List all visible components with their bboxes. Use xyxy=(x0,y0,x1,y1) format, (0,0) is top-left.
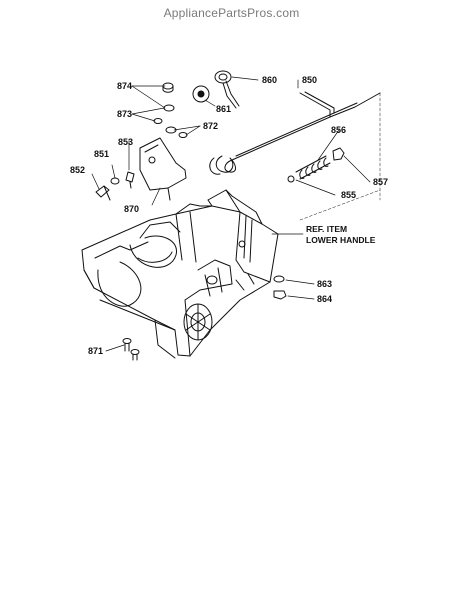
washer-nut-right xyxy=(273,275,287,300)
washer xyxy=(192,85,210,103)
spring xyxy=(295,155,331,180)
callout-873: 873 xyxy=(117,109,132,119)
callout-860: 860 xyxy=(262,75,277,85)
site-watermark: AppliancePartsPros.com xyxy=(163,6,300,20)
nut-857 xyxy=(332,147,345,161)
callout-870: 870 xyxy=(124,204,139,214)
guide-line xyxy=(299,92,381,221)
spring-washer xyxy=(287,175,295,183)
hardware-stack xyxy=(153,82,188,138)
callout-874: 874 xyxy=(117,81,132,91)
callout-856: 856 xyxy=(331,125,346,135)
leader-lines xyxy=(91,76,371,352)
reference-note-line2: LOWER HANDLE xyxy=(306,235,376,245)
callout-853: 853 xyxy=(118,137,133,147)
callout-855: 855 xyxy=(341,190,356,200)
callout-871: 871 xyxy=(88,346,103,356)
callout-852: 852 xyxy=(70,165,85,175)
chute-crank-rod xyxy=(209,91,381,175)
reference-note-line1: REF. ITEM xyxy=(306,224,347,234)
callout-864: 864 xyxy=(317,294,332,304)
callout-851: 851 xyxy=(94,149,109,159)
callout-872: 872 xyxy=(203,121,218,131)
callout-863: 863 xyxy=(317,279,332,289)
callout-857: 857 xyxy=(373,177,388,187)
callout-861: 861 xyxy=(216,104,231,114)
clip-and-bolt xyxy=(95,171,135,201)
eyebolt xyxy=(214,70,240,109)
bracket xyxy=(139,137,187,201)
callout-850: 850 xyxy=(302,75,317,85)
mount-bolts xyxy=(122,338,140,361)
auger-housing xyxy=(81,189,279,359)
